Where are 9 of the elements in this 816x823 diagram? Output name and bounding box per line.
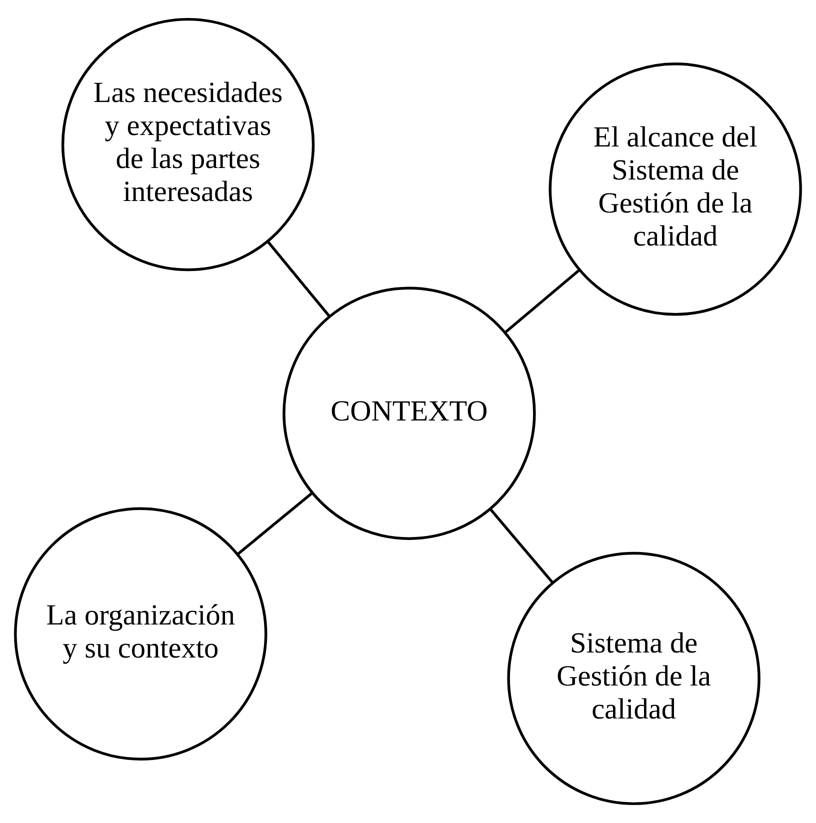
node-circle: La organización y su contexto bbox=[14, 507, 268, 760]
connector bbox=[236, 492, 314, 556]
node-circle: El alcance del Sistema de Gestión de la calidad bbox=[548, 62, 802, 316]
node-circle: CONTEXTO bbox=[282, 286, 536, 540]
node-circle: Las necesidades y expectativas de las partes interesadas bbox=[61, 18, 315, 272]
connector bbox=[504, 268, 580, 334]
node-circle: Sistema de Gestión de la calidad bbox=[507, 552, 760, 806]
connector bbox=[489, 508, 554, 584]
connector bbox=[266, 240, 330, 318]
